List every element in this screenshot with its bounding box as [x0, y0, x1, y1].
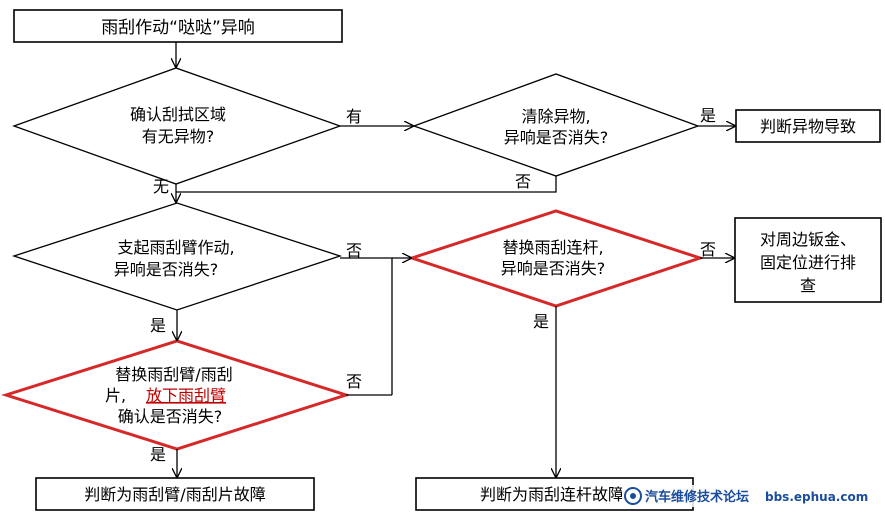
result-foreign-label: 判断异物导致 — [760, 117, 856, 136]
check-area-line2: 有无异物? — [142, 127, 215, 146]
branch-label-you: 有 — [346, 107, 362, 126]
check-body-box — [734, 217, 882, 303]
lift-arm-line1: 支起雨刮臂作动, — [117, 238, 234, 257]
start-box — [13, 9, 343, 43]
branch-label-fou-link: 否 — [700, 240, 716, 259]
clear-foreign-line1: 清除异物, — [521, 107, 590, 126]
branch-label-shi-lift: 是 — [150, 316, 166, 335]
branch-label-fou-lift: 否 — [346, 241, 362, 260]
replace-arm-line2a: 片, — [105, 386, 126, 405]
check-area-line1: 确认刮拭区域 — [130, 105, 226, 124]
line-clear-no-return — [176, 176, 557, 193]
replace-arm-line3: 确认是否消失? — [118, 407, 223, 426]
watermark-forum-name: 汽车维修技术论坛 — [645, 489, 749, 505]
forum-watermark: 汽车维修技术论坛 bbs.ephua.com — [622, 485, 880, 507]
clear-foreign-line2: 异响是否消失? — [504, 128, 609, 147]
check-body-line3: 查 — [800, 276, 816, 295]
replace-arm-emphasis: 放下雨刮臂 — [146, 386, 226, 405]
check-area-decision — [12, 67, 342, 185]
watermark-background — [622, 485, 880, 507]
result-link-label: 判断为雨刮连杆故障 — [480, 485, 624, 504]
watermark-logo-dot-icon — [630, 493, 636, 499]
branch-label-shi-link: 是 — [533, 312, 549, 331]
result-arm-label: 判断为雨刮臂/雨刮片故障 — [84, 485, 265, 504]
replace-link-line1: 替换雨刮连杆, — [502, 238, 603, 257]
start-label: 雨刮作动“哒哒”异响 — [101, 18, 255, 38]
watermark-logo-icon — [624, 487, 642, 505]
watermark-url: bbs.ephua.com — [765, 490, 868, 504]
connectors — [176, 42, 735, 477]
branch-label-wu: 无 — [153, 177, 169, 196]
result-arm-box — [35, 477, 315, 511]
result-foreign-box — [735, 109, 881, 143]
branch-label-shi-foreign: 是 — [700, 106, 716, 125]
branch-label-fou-arm: 否 — [346, 372, 362, 391]
check-body-line2: 固定位进行排 — [760, 253, 856, 272]
check-body-line1: 对周边钣金、 — [760, 230, 856, 249]
branch-label-shi-arm: 是 — [150, 445, 166, 464]
branch-label-fou-clear: 否 — [515, 172, 531, 191]
replace-arm-line1: 替换雨刮臂/雨刮 — [115, 365, 232, 384]
replace-link-line2: 异响是否消失? — [501, 259, 606, 278]
lift-arm-line2: 异响是否消失? — [114, 260, 219, 279]
lift-arm-decision — [11, 202, 343, 311]
